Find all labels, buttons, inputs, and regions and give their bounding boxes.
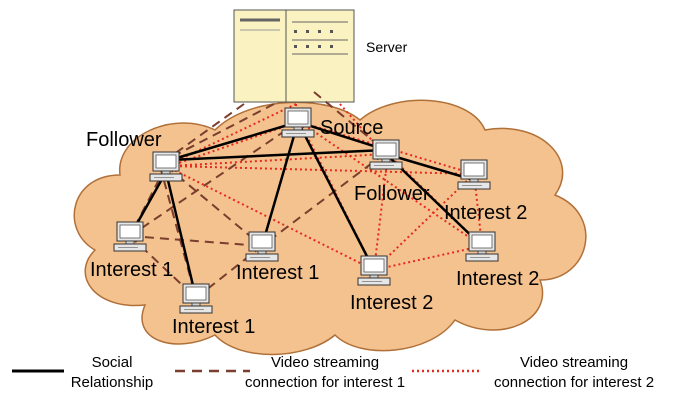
interest2-node-top-icon xyxy=(457,159,491,190)
legend-interest1-line1: Video streaming xyxy=(271,354,379,371)
server-label: Server xyxy=(366,39,408,55)
follower-node-right-icon xyxy=(369,139,403,170)
interest2-bottom-label: Interest 2 xyxy=(350,292,433,314)
interest2-node-right-icon xyxy=(465,231,499,262)
follower-left-label: Follower xyxy=(86,129,162,151)
source-node-icon xyxy=(281,107,315,138)
social-relationships xyxy=(128,120,483,299)
legend-social-line2: Relationship xyxy=(71,374,154,391)
interest1-node-bottom-icon xyxy=(179,283,213,314)
legend-social-line1: Social xyxy=(92,354,133,371)
legend-interest1-line2: connection for interest 1 xyxy=(245,374,405,391)
interest1-node-center-icon xyxy=(245,231,279,262)
interest2-top-label: Interest 2 xyxy=(444,202,527,224)
legend: Social Relationship Video streaming conn… xyxy=(12,354,654,391)
server-tower-icon xyxy=(233,9,355,103)
follower-right-label: Follower xyxy=(354,183,430,205)
interest1-node-left-icon xyxy=(113,221,147,252)
legend-interest2-line2: connection for interest 2 xyxy=(494,374,654,391)
interest2-right-label: Interest 2 xyxy=(456,268,539,290)
interest1-bottom-label: Interest 1 xyxy=(172,316,255,338)
legend-interest2-line1: Video streaming xyxy=(520,354,628,371)
follower-node-left-icon xyxy=(149,151,183,182)
interest2-node-bottom-icon xyxy=(357,255,391,286)
source-label: Source xyxy=(320,117,383,139)
interest1-left-label: Interest 1 xyxy=(90,259,173,281)
interest1-center-label: Interest 1 xyxy=(236,262,319,284)
